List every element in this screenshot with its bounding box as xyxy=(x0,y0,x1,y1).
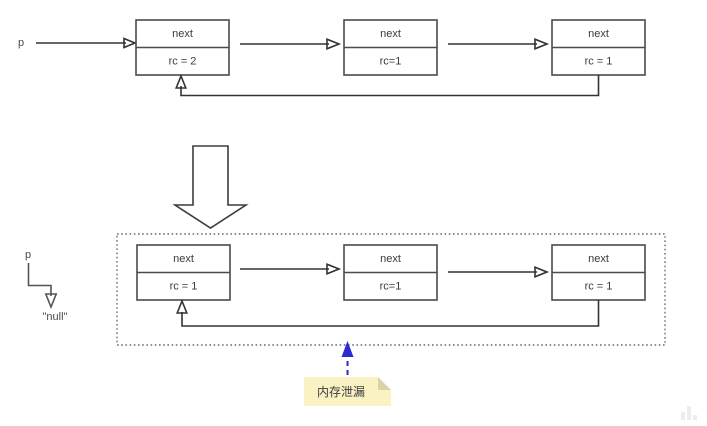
bottom-node-1-rc-label: rc = 1 xyxy=(170,280,198,292)
top-pointer-label: p xyxy=(18,37,24,49)
top-node-2: next rc=1 xyxy=(343,19,438,76)
down-arrow-icon xyxy=(172,145,249,229)
memory-leak-note-text: 内存泄漏 xyxy=(317,385,365,399)
bottom-pointer-null-arrow xyxy=(27,263,58,310)
bottom-link-arrow-1-2 xyxy=(240,263,342,275)
bottom-link-arrow-2-3 xyxy=(448,266,550,278)
top-link-arrow-2-3 xyxy=(448,38,550,50)
bottom-node-2: next rc=1 xyxy=(343,244,438,301)
top-node-2-next-label: next xyxy=(380,28,401,40)
watermark-icon xyxy=(681,406,697,420)
top-node-2-rc-label: rc=1 xyxy=(380,55,402,67)
top-node-3: next rc = 1 xyxy=(551,19,646,76)
bottom-node-1-next-label: next xyxy=(173,253,194,265)
top-pointer-arrow xyxy=(36,37,138,49)
bottom-pointer-label: p xyxy=(25,249,31,261)
leaked-region-outline xyxy=(116,233,666,346)
top-node-3-rc-label: rc = 1 xyxy=(585,55,613,67)
top-link-arrow-1-2 xyxy=(240,38,342,50)
bottom-node-1: next rc = 1 xyxy=(136,244,231,301)
bottom-node-2-rc-label: rc=1 xyxy=(380,280,402,292)
top-loopback-arrow xyxy=(175,73,600,97)
null-label: "null" xyxy=(43,311,68,323)
memory-leak-note: 内存泄漏 xyxy=(304,377,391,406)
leak-callout-arrow xyxy=(341,341,354,375)
top-node-1-next-label: next xyxy=(172,28,193,40)
bottom-node-3-next-label: next xyxy=(588,253,609,265)
top-node-3-next-label: next xyxy=(588,28,609,40)
top-node-1-rc-label: rc = 2 xyxy=(169,55,197,67)
bottom-loopback-arrow xyxy=(176,298,600,327)
bottom-node-3: next rc = 1 xyxy=(551,244,646,301)
bottom-node-3-rc-label: rc = 1 xyxy=(585,280,613,292)
bottom-node-2-next-label: next xyxy=(380,253,401,265)
top-node-1: next rc = 2 xyxy=(135,19,230,76)
